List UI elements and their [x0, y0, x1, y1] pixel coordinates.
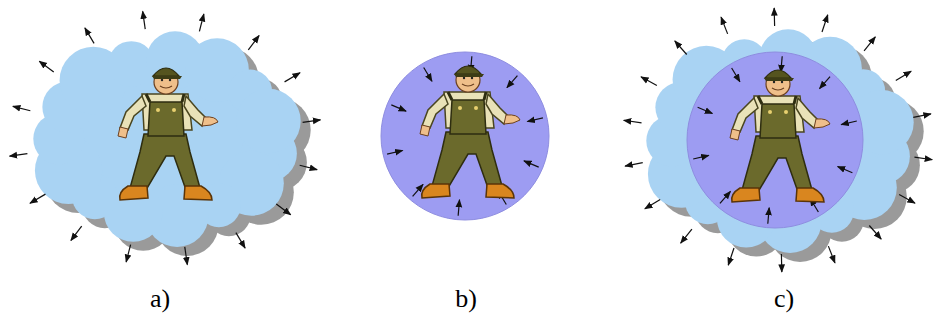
- cloud-shape: [646, 29, 913, 253]
- inward-arrows: [693, 56, 857, 223]
- inner-sphere: [687, 52, 863, 228]
- outward-arrows: [10, 11, 321, 264]
- panel-label: b): [455, 284, 477, 314]
- cloud-shape: [33, 31, 300, 247]
- cloud-shape: [656, 38, 923, 262]
- outward-arrows: [624, 8, 932, 272]
- worker-figure: [118, 68, 218, 200]
- worker-figure: [730, 70, 830, 202]
- inward-arrows: [387, 56, 543, 215]
- inner-sphere: [381, 52, 549, 220]
- worker-figure: [420, 66, 520, 198]
- panel-label: c): [774, 284, 794, 314]
- panel-label: a): [150, 284, 170, 314]
